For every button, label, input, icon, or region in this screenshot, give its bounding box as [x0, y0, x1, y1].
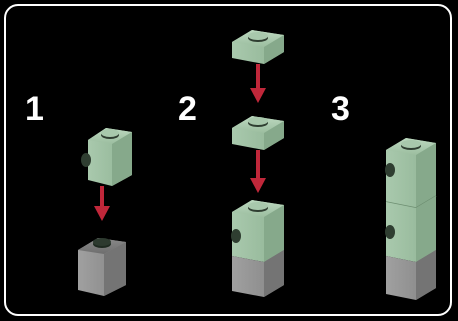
side-stud-icon [81, 153, 91, 167]
step-1-green-brick [81, 128, 132, 186]
side-stud-icon [385, 225, 395, 239]
step-number-1: 1 [25, 90, 44, 128]
step-1-grey-brick [78, 238, 126, 296]
step-1-down-arrow [94, 186, 110, 221]
step-2-down-arrow-upper [250, 64, 266, 103]
step-2-green-plate-top [232, 30, 284, 64]
step-2-green-plate-middle [232, 116, 284, 150]
side-stud-icon [385, 163, 395, 177]
step-number-3: 3 [331, 90, 350, 128]
side-stud-icon [231, 229, 241, 243]
step-2-down-arrow-lower [250, 150, 266, 193]
step-3-completed-stack [385, 138, 437, 300]
step-number-2: 2 [178, 90, 197, 128]
step-2-stacked-bricks [231, 200, 284, 297]
